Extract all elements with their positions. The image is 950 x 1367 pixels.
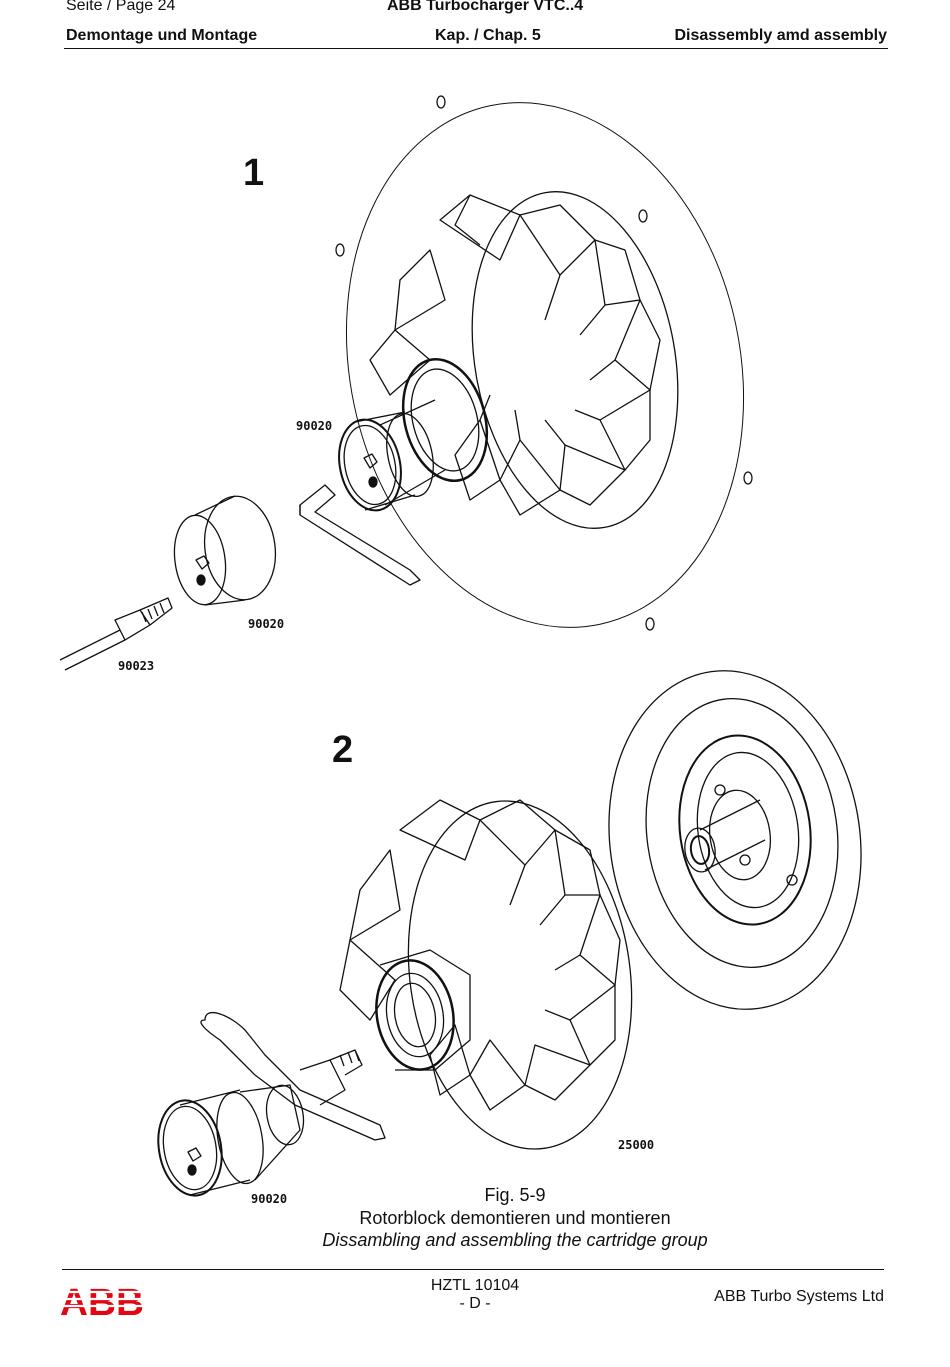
step-number-1: 1 xyxy=(243,152,265,194)
disc-tab xyxy=(436,95,446,109)
part-number-label: 25000 xyxy=(618,1138,655,1152)
spanner-tool xyxy=(200,1011,386,1141)
caption-german: Rotorblock demontieren und montieren xyxy=(359,1208,671,1228)
chapter-label: Kap. / Chap. 5 xyxy=(435,27,541,44)
company-name: ABB Turbo Systems Ltd xyxy=(714,1288,884,1305)
abb-logo: ABB xyxy=(60,1284,146,1318)
section-title-en: Disassembly amd assembly xyxy=(674,27,887,44)
turbine-wheel-2 xyxy=(339,799,633,1150)
part-number-label: 90020 xyxy=(296,419,333,433)
document-language: - D - xyxy=(459,1295,491,1312)
puller-cap xyxy=(173,495,277,606)
header-rule xyxy=(64,48,888,49)
turbine-wheel-1 xyxy=(369,191,679,529)
puller-assembly xyxy=(157,1049,363,1197)
part-number-label: 90020 xyxy=(251,1192,288,1206)
cover-disc xyxy=(345,102,745,628)
shaft-nut-1 xyxy=(338,411,434,512)
disc-tab xyxy=(645,617,655,631)
part-number-label: 90020 xyxy=(248,617,285,631)
footer-rule xyxy=(62,1269,884,1270)
disc-tab xyxy=(638,209,648,223)
figure-number: Fig. 5-9 xyxy=(484,1185,546,1205)
document-number: HZTL 10104 xyxy=(430,1277,520,1294)
bearing-disc xyxy=(608,670,862,1010)
disc-tab xyxy=(743,471,753,485)
caption-english: Dissambling and assembling the cartridge… xyxy=(322,1230,708,1250)
part-number-label: 90023 xyxy=(118,659,155,673)
section-title-de: Demontage und Montage xyxy=(66,27,258,44)
page-number: Seite / Page 24 xyxy=(66,0,176,14)
hex-key-tool xyxy=(299,484,421,586)
svg-text:ABB: ABB xyxy=(60,1284,144,1318)
disc-tab xyxy=(335,243,345,257)
product-title: ABB Turbocharger VTC..4 xyxy=(387,0,584,14)
step-number-2: 2 xyxy=(332,729,354,771)
threaded-rod-tool xyxy=(59,597,173,671)
